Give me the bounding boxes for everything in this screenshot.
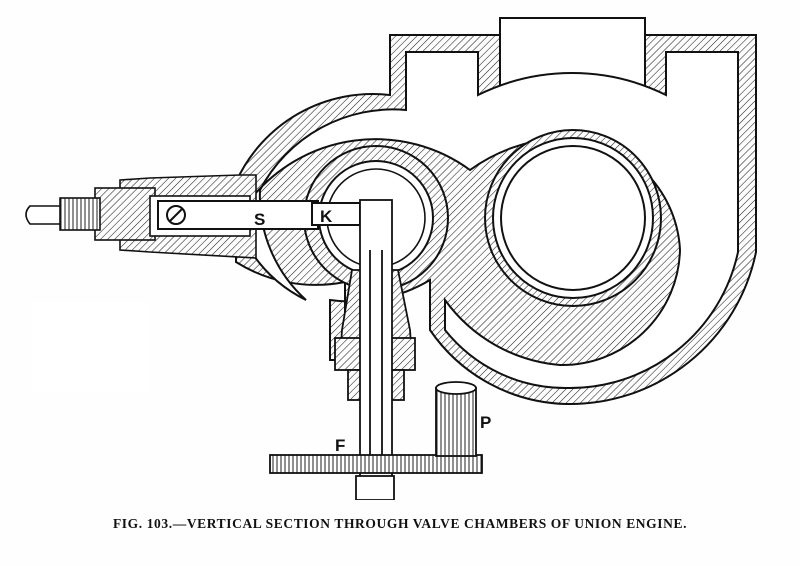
label-s: S: [254, 210, 265, 229]
figure-caption: FIG. 103.—VERTICAL SECTION THROUGH VALVE…: [112, 516, 688, 531]
roller-p: [435, 381, 477, 457]
steam-passages: [249, 17, 739, 390]
valve-chamber-section-diagram: S K F P: [25, 17, 757, 500]
blank-patch: [33, 302, 149, 392]
label-k: K: [320, 207, 333, 226]
vertical-spindle: [334, 199, 416, 500]
valve-rod-s: [157, 200, 361, 230]
disc-f: [269, 454, 483, 474]
label-p: P: [480, 413, 491, 432]
label-f: F: [335, 436, 345, 455]
main-bore: [484, 129, 662, 307]
